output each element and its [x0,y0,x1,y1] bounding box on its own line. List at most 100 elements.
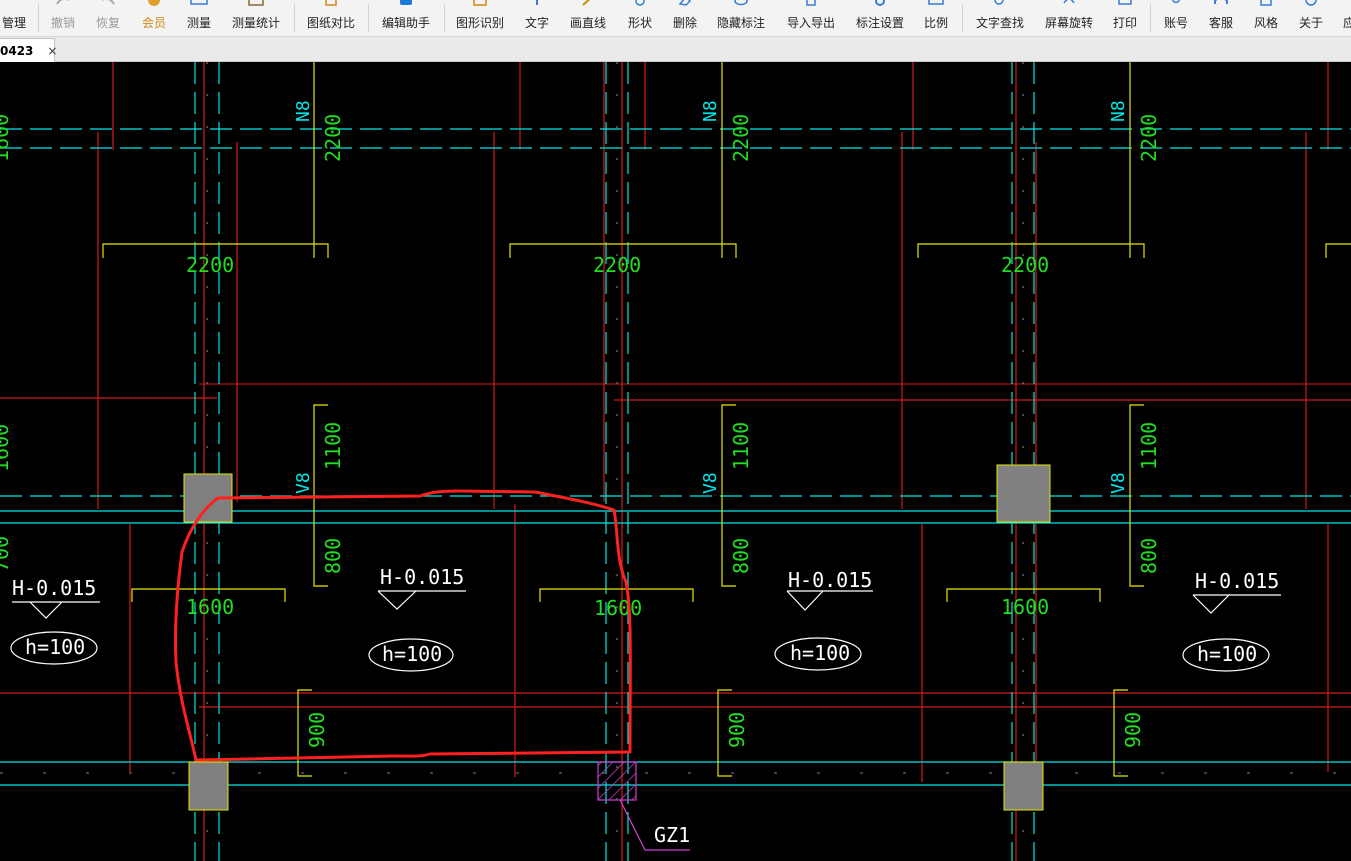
dim-1100-1: 1100 [321,422,345,470]
app-button[interactable]: 应 [1342,0,1351,36]
measure-button[interactable]: 测量 [184,0,214,36]
about-label: 关于 [1298,16,1323,30]
import-export-label: 导入导出 [786,16,835,30]
delete-button[interactable]: 删除 [671,0,699,36]
redo-icon [102,0,115,5]
undo-label: 撤销 [50,16,75,30]
slab-thickness-1: h=100 [25,635,85,659]
dim-900-1: 900 [305,712,329,748]
import-export-button[interactable]: 导入导出 [784,0,838,36]
user-icon [1171,0,1181,4]
hide-annotations-label: 隐藏标注 [716,16,765,30]
edit-icon [400,0,412,5]
axis-lines [0,62,1351,861]
column-2[interactable] [996,464,1051,523]
elevation-markers [10,590,1281,672]
measure-stats-label: 测量统计 [231,16,280,30]
dim-1600-3: 1600 [1001,595,1049,619]
member-label: 会员 [141,16,166,30]
column-4[interactable] [1003,761,1044,811]
dim-left-edge-low: 700 [0,536,13,572]
slab-thickness-4: h=100 [1197,642,1257,666]
text-tool-icon [536,0,538,5]
dim-1100-2: 1100 [729,422,753,470]
toolbar-separator [294,4,295,32]
text-tool-button[interactable]: 文字 [523,0,551,36]
shape-tool-icon [635,0,645,6]
measure-stats-button[interactable]: 测量统计 [229,0,283,36]
text-tool-label: 文字 [524,16,549,30]
print-label: 打印 [1112,16,1137,30]
dim-900-2: 900 [725,712,749,748]
rotate-screen-label: 屏幕旋转 [1044,16,1093,30]
wall-lines [0,62,1351,861]
rotate-screen-button[interactable]: 屏幕旋转 [1042,0,1096,36]
gz1-column[interactable]: GZ1 [597,761,690,851]
manage-button[interactable]: 管理 [0,0,28,36]
about-button[interactable]: 关于 [1297,0,1325,36]
dim-900-3: 900 [1121,712,1145,748]
account-label: 账号 [1163,16,1188,30]
draw-line-button[interactable]: 画直线 [568,0,608,36]
style-icon [1260,0,1272,6]
import-export-icon [806,0,816,6]
style-button[interactable]: 风格 [1252,0,1280,36]
elevation-label-4: H-0.015 [1195,569,1279,593]
main-toolbar: 管理 撤销 恢复 会员 测量 测量统计 图纸对比 编辑助手 图形识别 文字 画直… [0,0,1351,37]
toolbar-separator [38,4,39,32]
slab-thickness-2: h=100 [382,642,442,666]
text-search-label: 文字查找 [975,16,1024,30]
print-button[interactable]: 打印 [1111,0,1139,36]
dim-1100-3: 1100 [1137,422,1161,470]
draw-line-label: 画直线 [569,16,606,30]
annotation-settings-button[interactable]: 标注设置 [853,0,907,36]
beam-label-v8-3: V8 [1108,472,1129,494]
eraser-icon [678,0,692,6]
dim-2200-top-2: 2200 [593,253,641,277]
text-search-button[interactable]: 文字查找 [973,0,1027,36]
dim-800-2: 800 [729,538,753,574]
edit-assistant-button[interactable]: 编辑助手 [379,0,433,36]
shape-recognition-button[interactable]: 图形识别 [454,0,506,36]
scale-icon [928,0,944,5]
elevation-label-1: H-0.015 [12,576,96,600]
column-3[interactable] [188,761,229,811]
document-tab-bar: 0423 × [0,37,1351,62]
support-button[interactable]: 客服 [1207,0,1235,36]
drawing-canvas[interactable]: 2200 2200 2200 2200 2200 2200 1100 1100 … [0,62,1351,861]
compare-drawings-button[interactable]: 图纸对比 [305,0,357,36]
shape-tool-label: 形状 [627,16,652,30]
dim-left-edge-top: 1600 [0,114,13,162]
compare-icon [325,0,337,6]
beam-label-n8-1: N8 [293,100,314,122]
delete-label: 删除 [672,16,697,30]
rotate-icon [1063,0,1075,4]
undo-button[interactable]: 撤销 [48,0,78,36]
dim-1600-2: 1600 [594,596,642,620]
member-button[interactable]: 会员 [139,0,169,36]
dim-800-3: 800 [1137,538,1161,574]
settings-icon [875,0,885,6]
redo-label: 恢复 [95,16,120,30]
scale-button[interactable]: 比例 [922,0,950,36]
eye-icon [734,0,748,6]
dim-800-1: 800 [321,538,345,574]
elevation-texts: H-0.015 H-0.015 H-0.015 H-0.015 h=100 h=… [12,565,1279,666]
printer-icon [1118,0,1132,5]
dim-2200-top-3: 2200 [1001,253,1049,277]
redo-button[interactable]: 恢复 [93,0,123,36]
dim-1600-1: 1600 [186,595,234,619]
close-icon[interactable]: × [47,43,58,58]
document-tab[interactable]: 0423 × [0,38,58,62]
hide-annotations-button[interactable]: 隐藏标注 [715,0,767,36]
gz1-label: GZ1 [654,823,690,847]
toolbar-separator [368,4,369,32]
toolbar-separator [444,4,445,32]
shape-tool-button[interactable]: 形状 [626,0,654,36]
beam-label-n8-3: N8 [1108,100,1129,122]
account-button[interactable]: 账号 [1162,0,1190,36]
line-tool-icon [582,0,591,6]
scale-label: 比例 [923,16,948,30]
dim-2200-vert-1: 2200 [321,114,345,162]
beam-label-v8-2: V8 [700,472,721,494]
